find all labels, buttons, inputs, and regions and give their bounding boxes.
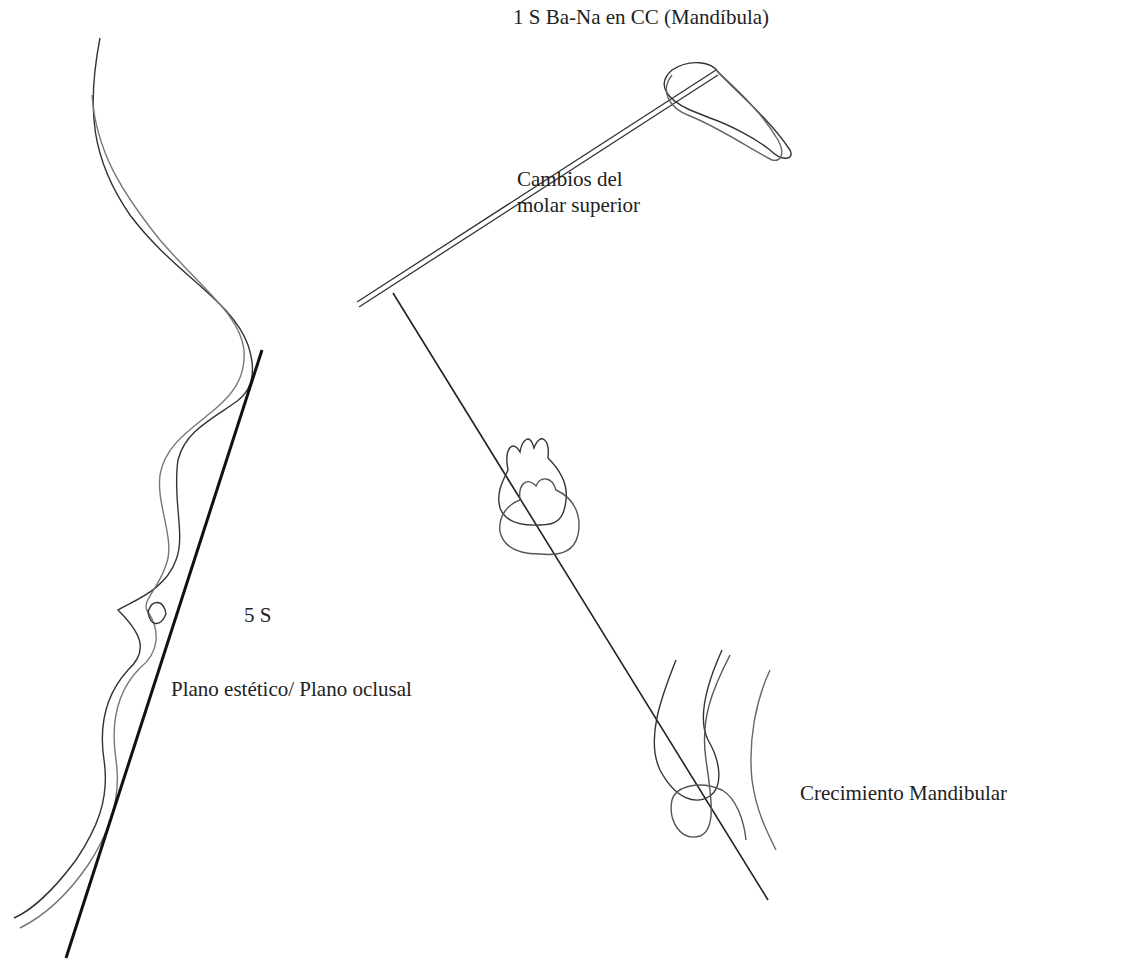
- incisor-tooth: [664, 63, 791, 159]
- annotation-label: Crecimiento Mandibular: [800, 780, 1120, 806]
- reference-line: [393, 293, 768, 900]
- lip-contour: [148, 602, 166, 623]
- mandible-contour: [671, 655, 746, 840]
- incisor-tooth: [666, 72, 781, 160]
- annotation-label: 1 S Ba-Na en CC (Mandíbula): [513, 4, 873, 30]
- ba-na-line: [357, 70, 716, 302]
- molar-tooth: [500, 479, 579, 555]
- profile-line: [14, 38, 252, 918]
- mandible-contour: [654, 650, 722, 800]
- annotation-label: 5 S: [244, 602, 304, 628]
- ba-na-line: [359, 75, 718, 307]
- molar-tooth: [499, 439, 567, 525]
- esthetic-plane: [66, 350, 262, 958]
- annotation-label: Cambios del molar superior: [517, 166, 672, 219]
- mandible-contour: [751, 670, 776, 850]
- annotation-label: Plano estético/ Plano oclusal: [171, 676, 571, 702]
